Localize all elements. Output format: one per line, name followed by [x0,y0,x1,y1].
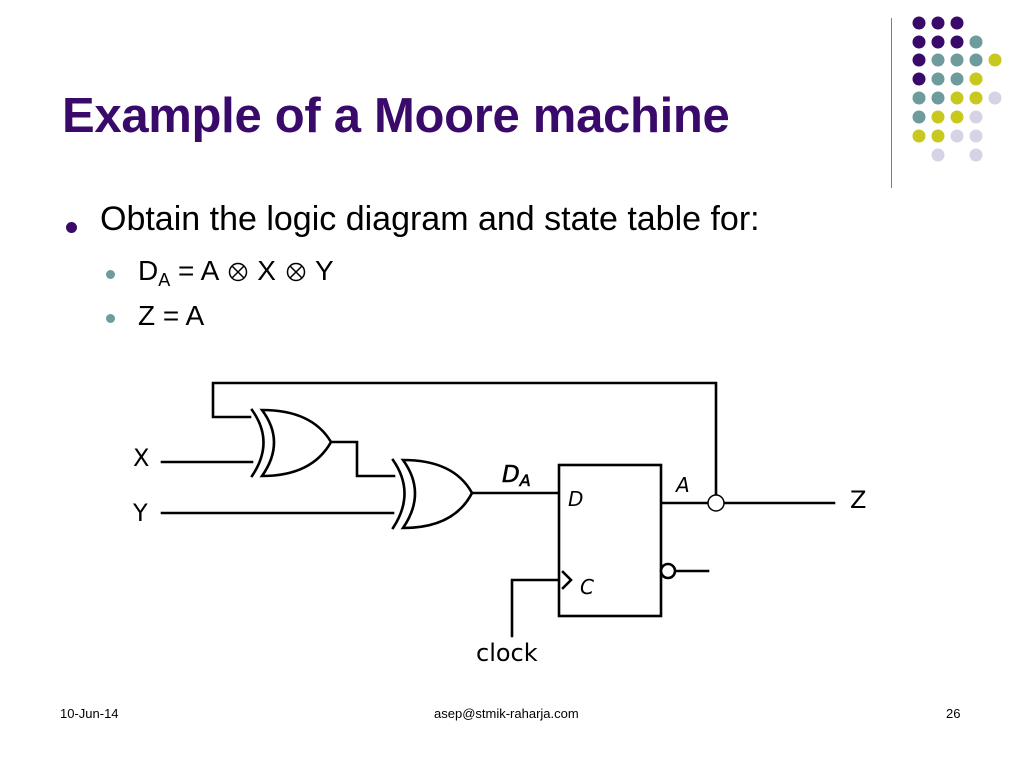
eq-lhs: D [138,255,159,286]
ff-q-label: A [674,473,690,497]
equation-da: DA = A X Y [138,255,334,290]
equation-z: Z = A [138,300,205,331]
inversion-bubble [659,562,677,580]
ff-d-label: D [568,487,583,511]
deco-dot [931,35,945,49]
deco-dot [950,53,964,67]
xor-circle-times-icon [286,262,306,282]
deco-dot [912,72,926,86]
da-signal-label: DA [502,462,531,490]
slide-title: Example of a Moore machine [62,89,730,143]
xor1-output-wire [329,440,396,478]
eq-lhs-subscript: A [158,270,171,290]
deco-dot [950,129,964,143]
input-x-label: X [133,444,149,472]
deco-dot [912,129,926,143]
deco-dot [931,91,945,105]
feedback-wire [211,381,718,505]
deco-dot [931,53,945,67]
input-y-label: Y [132,499,148,527]
xor-circle-times-icon [228,262,247,282]
clock-label: clock [476,639,538,667]
decorative-divider [891,18,892,188]
eq-end: Y [307,255,334,286]
deco-dot [988,53,1002,67]
deco-dot [931,129,945,143]
ff-c-label: C [580,575,594,599]
eq-mid: X [249,255,284,286]
footer-date: 10-Jun-14 [60,706,119,721]
deco-dot [912,16,926,30]
eq-equals: = A [170,255,226,286]
deco-dot [931,16,945,30]
deco-dot [969,35,983,49]
clock-wire [510,578,560,638]
da-signal-sub: A [519,471,531,490]
junction-node [707,494,725,512]
bullet-dot [66,222,77,233]
bullet-main-text: Obtain the logic diagram and state table… [100,200,760,238]
xor-gate-2 [391,458,474,530]
d-flip-flop [557,463,663,618]
bullet-dot [106,314,115,323]
da-signal-d: D [502,462,520,488]
deco-dot [931,72,945,86]
deco-dot [912,110,926,124]
deco-dot [969,110,983,124]
bullet-dot [106,270,115,279]
output-z-label: Z [850,486,866,514]
decorative-dot-grid [912,16,1002,162]
deco-dot [950,91,964,105]
deco-dot [912,91,926,105]
deco-dot [950,72,964,86]
deco-dot [931,148,945,162]
deco-dot [931,110,945,124]
deco-dot [912,35,926,49]
deco-dot [969,91,983,105]
clock-triangle [561,570,573,590]
xor-gate-1 [250,408,333,478]
deco-dot [950,110,964,124]
deco-dot [969,129,983,143]
footer-email: asep@stmik-raharja.com [434,706,579,721]
footer-page-number: 26 [946,706,961,721]
deco-dot [969,72,983,86]
deco-dot [969,53,983,67]
deco-dot [969,148,983,162]
deco-dot [950,16,964,30]
deco-dot [950,35,964,49]
deco-dot [912,53,926,67]
deco-dot [988,91,1002,105]
